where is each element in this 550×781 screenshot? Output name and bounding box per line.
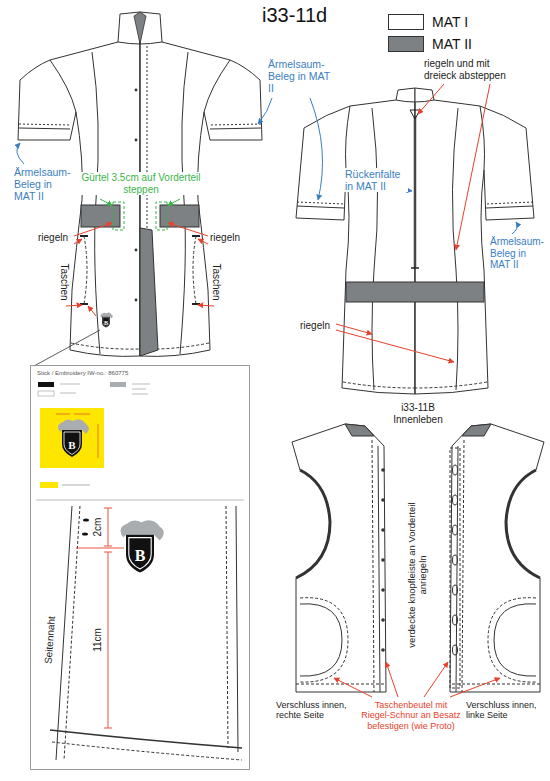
callout-note: riegeln [300, 320, 330, 332]
front-view [18, 12, 262, 366]
logo-letter: B [104, 320, 108, 327]
leader-arrows [17, 84, 518, 697]
seam-label: Seitennaht [43, 616, 58, 665]
view-title: i33-11B Innenleben [383, 402, 453, 425]
drawing-title: i33-11d [262, 4, 327, 27]
part-label: Taschen [210, 263, 222, 300]
callout-note: Verschluss innen, rechte Seite [276, 700, 358, 721]
callout-note: riegeln [38, 232, 68, 244]
callout-note: Gürtel 3.5cm auf Vorderteil steppen [78, 172, 204, 195]
callout-note: Ärmelsaum- Beleg in MAT II [490, 236, 546, 271]
callout-note: Ärmelsaum- Beleg in MAT II [268, 58, 332, 94]
sheet-heading: Stick / Embroidery IW-no.: 860775 [31, 366, 249, 380]
dimension: 2cm [92, 518, 104, 537]
logo-letter: B [68, 439, 75, 452]
callout-note: verdeckte knopfleiste an Vorderteil anri… [407, 495, 429, 655]
part-label: Taschen [58, 263, 70, 300]
legend-label: MAT I [432, 14, 468, 30]
inside-view [292, 424, 544, 692]
legend-swatch [388, 36, 424, 52]
legend-swatch [388, 14, 424, 30]
callout-note: Rückenfalte in MAT II [344, 168, 408, 192]
callout-note: Verschluss innen, linke Seite [466, 700, 544, 721]
legend-label: MAT II [432, 36, 472, 52]
callout-note: Ärmelsaum- Beleg in MAT II [14, 166, 76, 202]
embroidery-sheet [36, 382, 244, 760]
callout-note: riegeln und mit dreieck absteppen [424, 58, 524, 81]
logo-letter: B [135, 547, 146, 565]
dimension: 11cm [92, 628, 104, 652]
embroidery-sheet: Stick / Embroidery IW-no.: 860775 [30, 365, 250, 770]
callout-note: Taschenbeutel mit Riegel-Schnur an Besat… [360, 700, 462, 731]
callout-note: riegeln [210, 232, 240, 244]
